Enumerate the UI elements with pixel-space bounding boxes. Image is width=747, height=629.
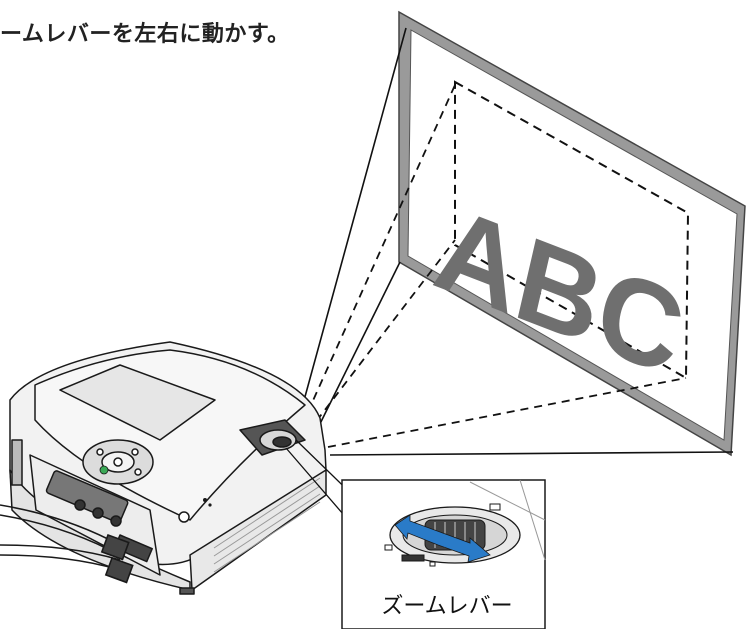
foot bbox=[179, 587, 195, 595]
zoomed-image-area bbox=[454, 80, 690, 380]
zoom-lever-inset bbox=[341, 479, 546, 629]
lens-area bbox=[239, 419, 306, 456]
zoom-projection-lines bbox=[301, 84, 687, 448]
projector bbox=[9, 341, 327, 595]
cables bbox=[0, 504, 134, 584]
power-led bbox=[99, 465, 109, 475]
zoom-lever-label: ズームレバー bbox=[381, 594, 513, 619]
instruction-text: ームレバーを左右に動かす。 bbox=[0, 22, 290, 47]
top-panel bbox=[59, 364, 216, 441]
projection-screen: ABC bbox=[398, 10, 746, 457]
sensor-icon bbox=[178, 511, 190, 523]
projection-lines bbox=[299, 27, 734, 456]
control-panel bbox=[82, 439, 154, 485]
vent-grille bbox=[213, 477, 321, 573]
zoom-arrow-icon bbox=[394, 514, 491, 563]
zoom-scale-icon bbox=[384, 503, 501, 567]
